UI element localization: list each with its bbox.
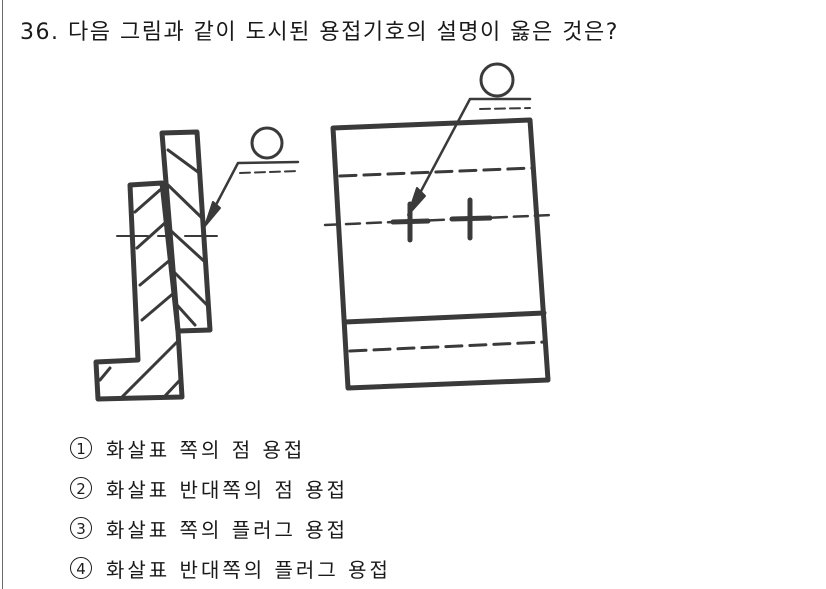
choice-3[interactable]: 3 화살표 쪽의 플러그 용접 xyxy=(70,508,391,548)
choice-number: 3 xyxy=(70,517,92,539)
weld-drawing xyxy=(93,62,554,402)
sectional-view xyxy=(93,126,300,402)
answer-choices: 1 화살표 쪽의 점 용접 2 화살표 반대쪽의 점 용접 3 화살표 쪽의 플… xyxy=(70,428,391,588)
question-number: 36. xyxy=(20,20,60,45)
question-heading: 36. 다음 그림과 같이 도시된 용접기호의 설명이 옳은 것은? xyxy=(20,14,619,46)
choice-2[interactable]: 2 화살표 반대쪽의 점 용접 xyxy=(70,468,391,508)
weld-symbol-figure xyxy=(0,60,826,420)
choice-text: 화살표 쪽의 플러그 용접 xyxy=(106,517,349,542)
question-text: 다음 그림과 같이 도시된 용접기호의 설명이 옳은 것은? xyxy=(68,20,619,45)
choice-number: 2 xyxy=(70,477,92,499)
choice-number: 4 xyxy=(70,557,92,579)
choice-text: 화살표 반대쪽의 점 용접 xyxy=(106,477,349,502)
choice-1[interactable]: 1 화살표 쪽의 점 용접 xyxy=(70,428,391,468)
page-left-border xyxy=(2,0,3,589)
choice-text: 화살표 쪽의 점 용접 xyxy=(106,437,306,462)
choice-text: 화살표 반대쪽의 플러그 용접 xyxy=(106,557,391,582)
choice-number: 1 xyxy=(70,437,92,459)
choice-4[interactable]: 4 화살표 반대쪽의 플러그 용접 xyxy=(70,548,391,588)
plan-view xyxy=(323,62,554,391)
